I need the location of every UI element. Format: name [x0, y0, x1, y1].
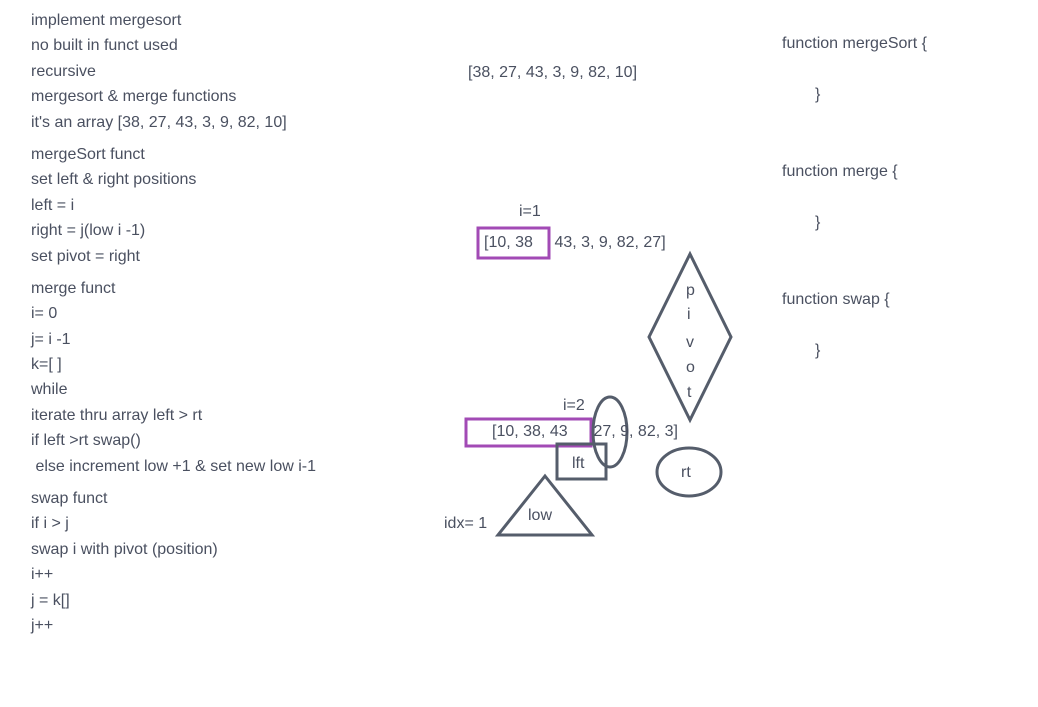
note-line: i++ — [31, 566, 54, 584]
step2-remaining-values: 27, 9, 82, 3] — [589, 423, 678, 440]
note-line: mergeSort funct — [31, 145, 145, 163]
note-line: if left >rt swap() — [31, 432, 141, 450]
note-line: implement mergesort — [31, 12, 182, 29]
pivot-letter: t — [687, 384, 692, 401]
note-line: set left & right positions — [31, 171, 197, 189]
low-label: low — [528, 507, 553, 524]
step1-index-label: i=1 — [519, 203, 541, 220]
pivot-letter: v — [686, 334, 694, 351]
lft-label: lft — [572, 455, 585, 472]
step1-highlight-box — [476, 226, 551, 260]
step2-highlight-box — [464, 417, 593, 448]
note-line: recursive — [31, 62, 96, 80]
note-line: else increment low +1 & set new low i-1 — [31, 457, 317, 475]
note-line: no built in funct used — [31, 37, 178, 55]
note-line: swap i with pivot (position) — [31, 540, 218, 558]
note-line: if i > j — [31, 515, 69, 533]
pivot-letter: p — [686, 282, 695, 299]
i-marker-ellipse — [591, 395, 629, 469]
initial-array: [38, 27, 43, 3, 9, 82, 10] — [468, 64, 638, 81]
swap-function-close: } — [815, 342, 821, 359]
note-line: i= 0 — [31, 305, 58, 323]
merge-function-header: function merge { — [782, 163, 898, 180]
note-line: set pivot = right — [31, 247, 140, 265]
note-line: k=[ ] — [31, 356, 62, 374]
merge-sort-function-close: } — [815, 86, 821, 103]
note-line: right = j(low i -1) — [31, 222, 146, 240]
note-line: j = k[] — [31, 591, 70, 609]
note-line: merge funct — [31, 279, 116, 297]
step1-boxed-values: [10, 38 — [484, 234, 533, 251]
step2-boxed-values: [10, 38, 43 — [492, 423, 568, 440]
pivot-letter: o — [686, 359, 695, 376]
rt-ellipse — [655, 446, 723, 498]
merge-sort-function-header: function mergeSort { — [782, 35, 927, 52]
swap-function-header: function swap { — [782, 291, 890, 308]
note-line: j++ — [31, 616, 54, 634]
note-line: while — [31, 381, 68, 399]
note-line: j= i -1 — [31, 330, 71, 348]
note-line: left = i — [31, 196, 75, 214]
lft-box — [555, 442, 608, 481]
notes-panel: implement mergesort no built in funct us… — [31, 8, 316, 638]
note-line: it's an array [38, 27, 43, 3, 9, 82, 10] — [31, 113, 287, 131]
note-line: iterate thru array left > rt — [31, 406, 203, 424]
low-triangle — [494, 473, 596, 537]
rt-label: rt — [681, 464, 691, 481]
note-line: mergesort & merge functions — [31, 88, 237, 106]
note-line: swap funct — [31, 490, 108, 508]
idx-label: idx= 1 — [444, 515, 488, 532]
step1-remaining-values: 43, 3, 9, 82, 27] — [550, 234, 666, 251]
pivot-letter: i — [687, 306, 691, 323]
merge-function-close: } — [815, 214, 821, 231]
step2-index-label: i=2 — [563, 397, 585, 414]
pivot-diamond — [647, 250, 733, 424]
